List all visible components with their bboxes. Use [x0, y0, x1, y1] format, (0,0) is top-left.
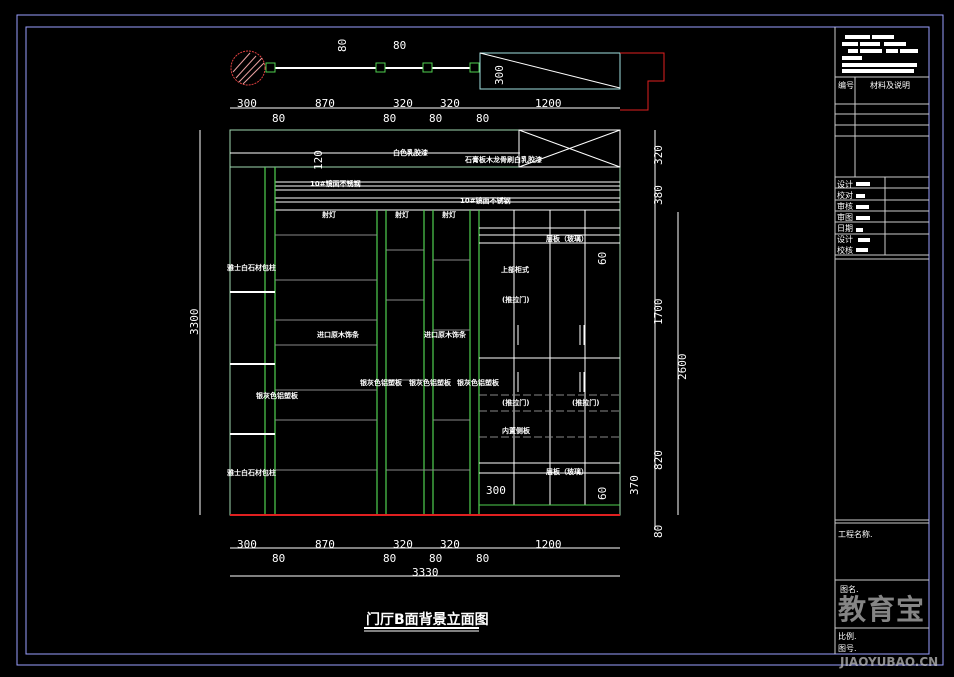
bottom-dim-post: 80: [429, 552, 442, 565]
label-alu: 银灰色铝塑板: [409, 378, 452, 387]
label-alu: 银灰色铝塑板: [360, 378, 403, 387]
bottom-dim-w: 1200: [535, 538, 562, 551]
bottom-dim-w: 870: [315, 538, 335, 551]
column-hatch: [230, 50, 266, 86]
label-door: (推拉门): [502, 398, 529, 407]
dim-inner-300: 300: [486, 484, 506, 497]
label-stone: 雅士白石材包柱: [226, 468, 276, 477]
dim-right: 320: [652, 145, 665, 165]
tb-scale: 比例.: [838, 631, 857, 641]
tb-role: 审图: [837, 212, 853, 222]
bottom-dim-w: 320: [393, 538, 413, 551]
elevation-view: 3300 320 380 1700 820 80 2600 60 60 370 …: [188, 129, 689, 579]
plan-dim-w: 320: [393, 97, 413, 110]
watermark-logo: 教育宝: [838, 593, 926, 626]
bottom-dim-post: 80: [272, 552, 285, 565]
dim-small: 60: [596, 252, 609, 265]
bottom-dim-total: 3330: [412, 566, 439, 579]
dim-small: 60: [596, 487, 609, 500]
label-shelf: 层板（玻璃）: [545, 467, 588, 476]
title-block: [834, 27, 929, 654]
dim-2600: 2600: [676, 354, 689, 381]
label-spotlight: 射灯: [394, 210, 409, 219]
tb-role: 校核: [837, 245, 853, 255]
label-door: (推拉门): [502, 295, 529, 304]
title-block-logo-bars: [842, 35, 918, 252]
tb-col-no: 编号: [838, 80, 854, 90]
plan-dim-300: 300: [493, 65, 506, 85]
label-ceiling: 白色乳胶漆: [393, 148, 428, 157]
tb-role: 设计: [837, 234, 853, 244]
dim-small: 370: [628, 475, 641, 495]
tb-col-material: 材料及说明: [870, 80, 910, 90]
tb-role: 设计: [837, 179, 853, 189]
tb-project: 工程名称.: [838, 529, 873, 539]
plan-dim-w: 1200: [535, 97, 562, 110]
label-inner: 内置侧板: [502, 426, 531, 435]
plan-dim-80b: 80: [393, 39, 406, 52]
dim-3300: 3300: [188, 309, 201, 336]
label-gypsum: 石膏板木龙骨刷白乳胶漆: [464, 155, 542, 164]
watermark-url: JIAOYUBAO.CN: [840, 655, 939, 669]
label-wood: 进口原木饰条: [424, 330, 467, 339]
plan-dim-w: 320: [440, 97, 460, 110]
label-stone: 雅士白石材包柱: [226, 263, 276, 272]
dim-right: 80: [652, 525, 665, 538]
drawing-title: 门厅B面背景立面图: [366, 611, 489, 628]
plan-dim-post: 80: [383, 112, 396, 125]
bottom-dim-w: 320: [440, 538, 460, 551]
label-steel: 10#镜面不锈钢: [310, 179, 361, 188]
bottom-dim-post: 80: [476, 552, 489, 565]
label-spotlight: 射灯: [441, 210, 456, 219]
label-spotlight: 射灯: [321, 210, 336, 219]
label-shelf: 层板（玻璃）: [545, 234, 588, 243]
dim-right: 380: [652, 185, 665, 205]
tb-drawing: 图名.: [840, 584, 859, 594]
plan-dim-80a: 80: [336, 39, 349, 52]
label-upper-cabinet: 上部柜式: [501, 265, 529, 274]
plan-dim-w: 870: [315, 97, 335, 110]
bottom-dim-post: 80: [383, 552, 396, 565]
dim-right: 1700: [652, 299, 665, 326]
outer-frame: [16, 14, 944, 666]
label-alu: 银灰色铝塑板: [256, 391, 299, 400]
label-door: (推拉门): [572, 398, 599, 407]
inner-frame: [25, 26, 930, 655]
tb-role: 日期: [837, 224, 853, 233]
plan-view: 80 80 300 300 870 320 320 1200 80 80 80 …: [230, 39, 665, 125]
plan-dim-w: 300: [237, 97, 257, 110]
label-steel: 10#镜面不锈钢: [460, 196, 511, 205]
plan-dim-post: 80: [429, 112, 442, 125]
tb-role: 审核: [837, 201, 853, 211]
tb-role: 校对: [837, 190, 853, 200]
dim-right: 820: [652, 450, 665, 470]
dim-band: 120: [312, 150, 325, 170]
label-alu: 银灰色铝塑板: [457, 378, 500, 387]
plan-dim-post: 80: [476, 112, 489, 125]
label-wood: 进口原木饰条: [317, 330, 360, 339]
tb-number: 图号.: [838, 644, 857, 653]
plan-dim-post: 80: [272, 112, 285, 125]
bottom-dim-w: 300: [237, 538, 257, 551]
